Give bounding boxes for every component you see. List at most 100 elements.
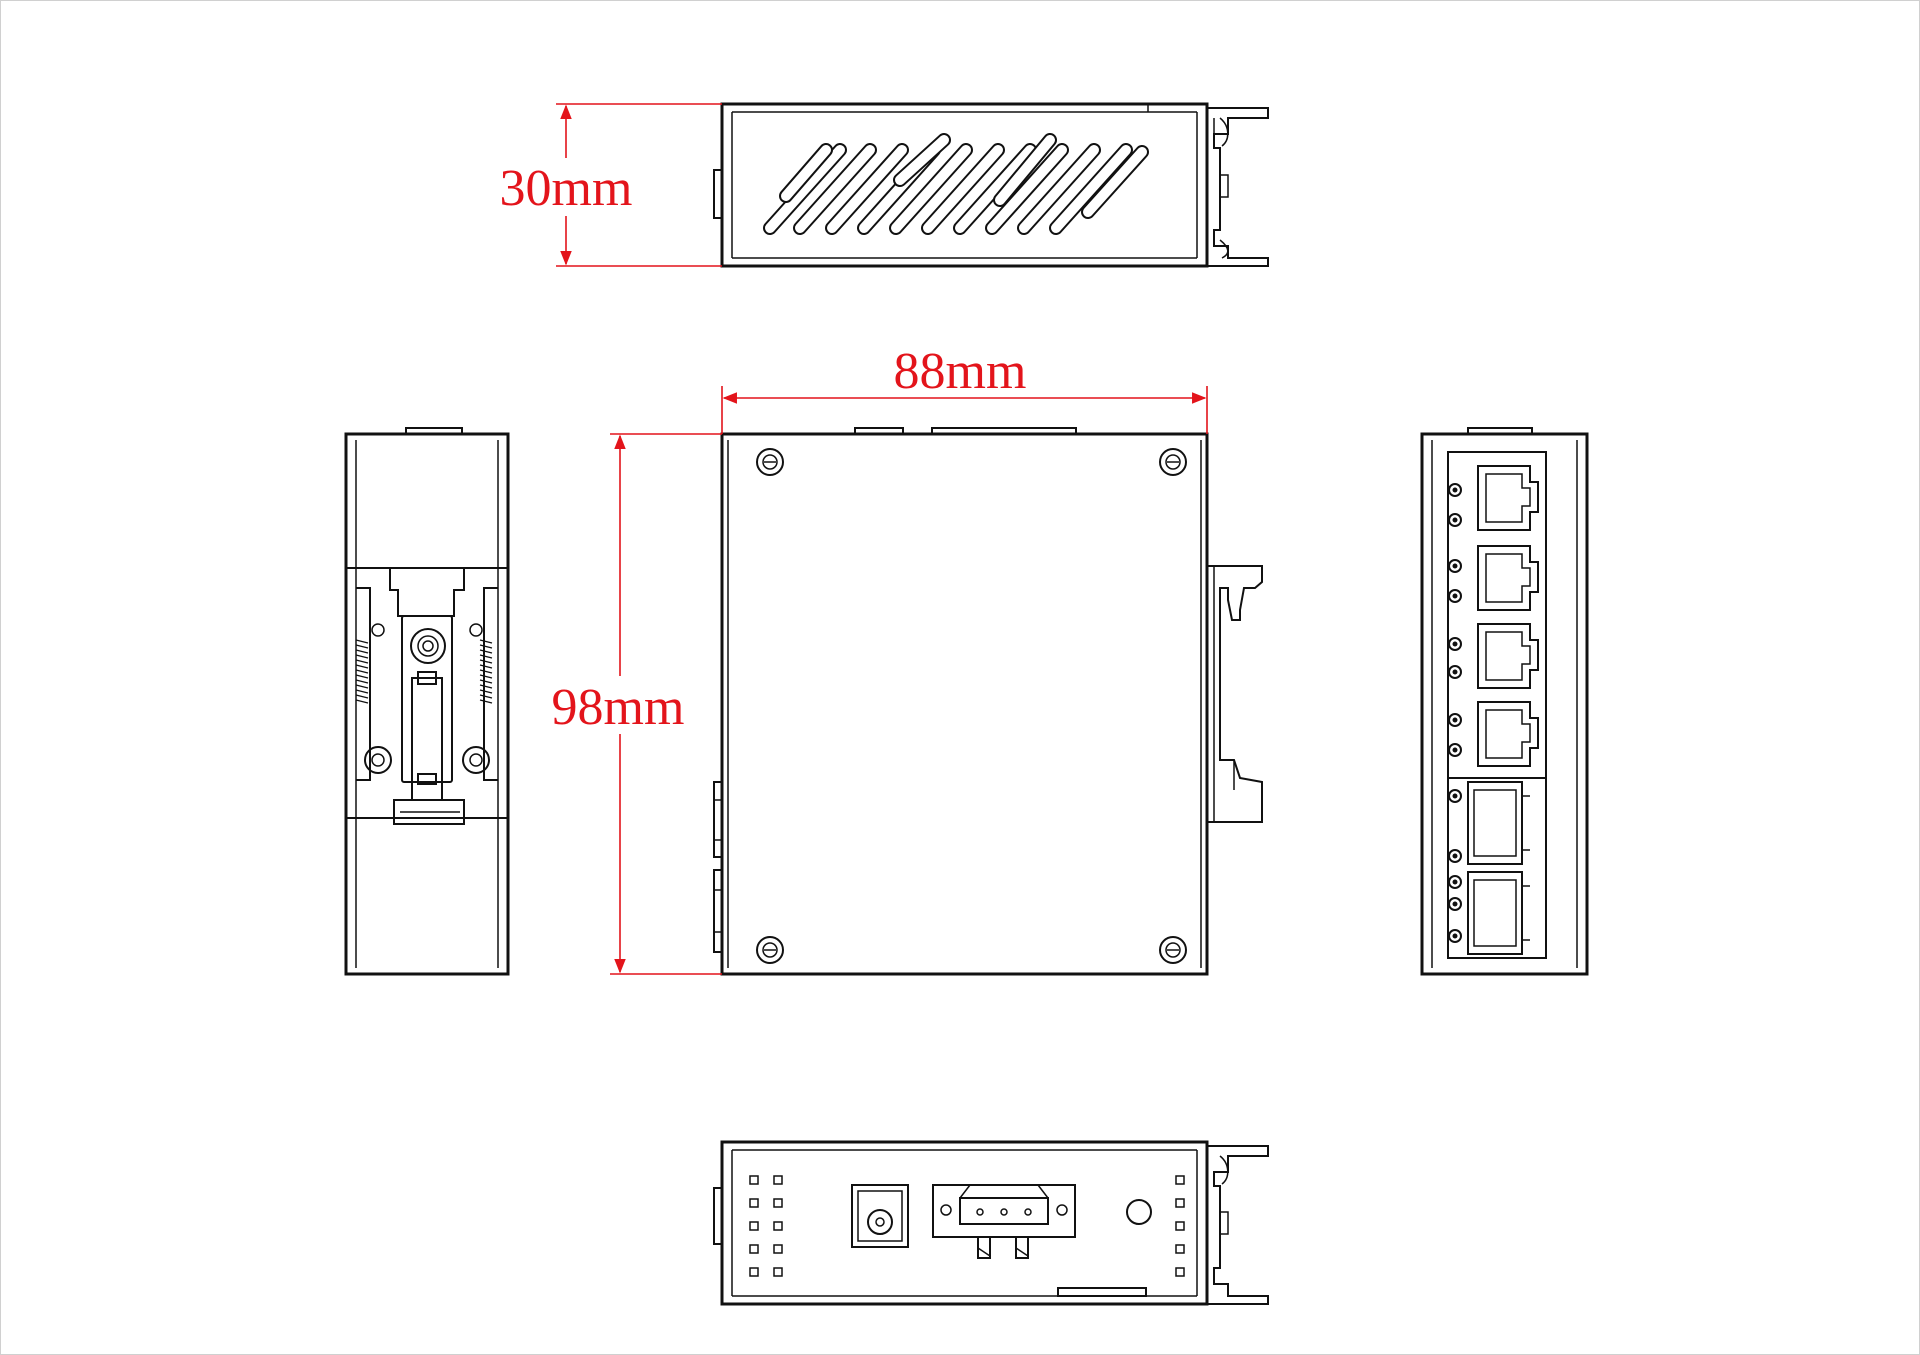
vent-slot: [765, 145, 845, 233]
port-led: [1448, 743, 1462, 757]
port-led: [1448, 849, 1462, 863]
port-led-core: [1452, 517, 1458, 523]
spring-coil: [479, 679, 493, 684]
spring-coil: [355, 649, 369, 654]
port-led-core: [1452, 487, 1458, 493]
port-led: [1448, 713, 1462, 727]
left-side-view: [344, 427, 510, 976]
port-led-core: [1452, 641, 1458, 647]
vent-slot: [895, 135, 949, 185]
reset-button: [1126, 1199, 1152, 1225]
vent-slot: [781, 145, 831, 201]
sfp-cage-inner: [1473, 879, 1517, 947]
spring-coil: [479, 654, 493, 659]
spring-coil: [355, 644, 369, 649]
spring-coil: [479, 659, 493, 664]
port-led: [1448, 513, 1462, 527]
status-led: [773, 1221, 783, 1231]
status-led: [773, 1267, 783, 1277]
port-led-core: [1452, 717, 1458, 723]
port-led-core: [1452, 793, 1458, 799]
spring-coil: [355, 664, 369, 669]
sfp-ports: [1467, 781, 1530, 955]
spring-coil: [355, 694, 369, 699]
vent-slot: [955, 145, 1035, 233]
status-led: [749, 1175, 759, 1185]
port-led: [1448, 483, 1462, 497]
status-led: [749, 1244, 759, 1254]
din-rail-clip-top: [1207, 107, 1269, 267]
spring-coil: [355, 669, 369, 674]
spring-coil: [479, 664, 493, 669]
status-led: [749, 1198, 759, 1208]
bottom-view: [713, 1140, 1269, 1306]
vent-slot: [891, 145, 971, 233]
dimension-height: 30mm: [500, 103, 722, 267]
rj45-ports: [1477, 465, 1539, 767]
front-view-body: [720, 432, 1209, 976]
spring-coil: [355, 639, 369, 644]
rj45-port: [1477, 623, 1539, 689]
vent-slot: [1019, 145, 1099, 233]
spring-coil: [479, 669, 493, 674]
screw-top-left: [756, 448, 784, 476]
spring-coil: [479, 699, 493, 704]
spring-coil: [479, 694, 493, 699]
port-led-core: [1452, 747, 1458, 753]
port-led: [1448, 789, 1462, 803]
port-led: [1448, 637, 1462, 651]
screw-top-right: [1159, 448, 1187, 476]
spring-coil: [355, 689, 369, 694]
rj45-port-inner: [1485, 709, 1531, 759]
depth-dimension-label: 98mm: [552, 679, 685, 736]
vent-slot: [795, 145, 875, 233]
spring-coil: [479, 639, 493, 644]
terminal-block: [932, 1184, 1076, 1259]
port-led: [1448, 875, 1462, 889]
port-led-core: [1452, 933, 1458, 939]
port-led: [1448, 665, 1462, 679]
port-leds: [1448, 483, 1462, 943]
status-led: [1175, 1198, 1185, 1208]
right-side-body: [1420, 432, 1589, 976]
port-led-core: [1452, 563, 1458, 569]
port-led: [1448, 589, 1462, 603]
status-led: [749, 1221, 759, 1231]
status-led: [1175, 1244, 1185, 1254]
spring-coil: [479, 684, 493, 689]
spring-coil: [355, 654, 369, 659]
rj45-port-inner: [1485, 473, 1531, 523]
dimension-depth: 98mm: [552, 433, 722, 975]
rj45-port: [1477, 465, 1539, 531]
spring-coil: [479, 644, 493, 649]
spring-coil: [355, 684, 369, 689]
dc-power-jack: [851, 1184, 909, 1248]
clip-springs: [355, 639, 493, 704]
port-led-core: [1452, 669, 1458, 675]
right-side-view: [1420, 427, 1589, 976]
screw-bottom-right: [1159, 936, 1187, 964]
spring-coil: [479, 649, 493, 654]
dimension-width: 88mm: [721, 343, 1208, 434]
status-led: [1175, 1267, 1185, 1277]
vent-slot: [923, 145, 1003, 233]
rj45-port: [1477, 545, 1539, 611]
status-led: [1175, 1221, 1185, 1231]
port-led-core: [1452, 593, 1458, 599]
vent-slot: [827, 145, 907, 233]
vent-slot: [1083, 147, 1147, 217]
port-led: [1448, 929, 1462, 943]
status-led: [773, 1244, 783, 1254]
spring-coil: [479, 674, 493, 679]
sfp-cage: [1467, 781, 1523, 865]
port-led: [1448, 897, 1462, 911]
height-dimension-label: 30mm: [500, 160, 633, 217]
din-rail-clip-side: [355, 568, 498, 825]
rj45-port: [1477, 701, 1539, 767]
spring-coil: [355, 679, 369, 684]
port-led-core: [1452, 853, 1458, 859]
rj45-port-inner: [1485, 631, 1531, 681]
front-view: [713, 427, 1263, 976]
port-led: [1448, 559, 1462, 573]
